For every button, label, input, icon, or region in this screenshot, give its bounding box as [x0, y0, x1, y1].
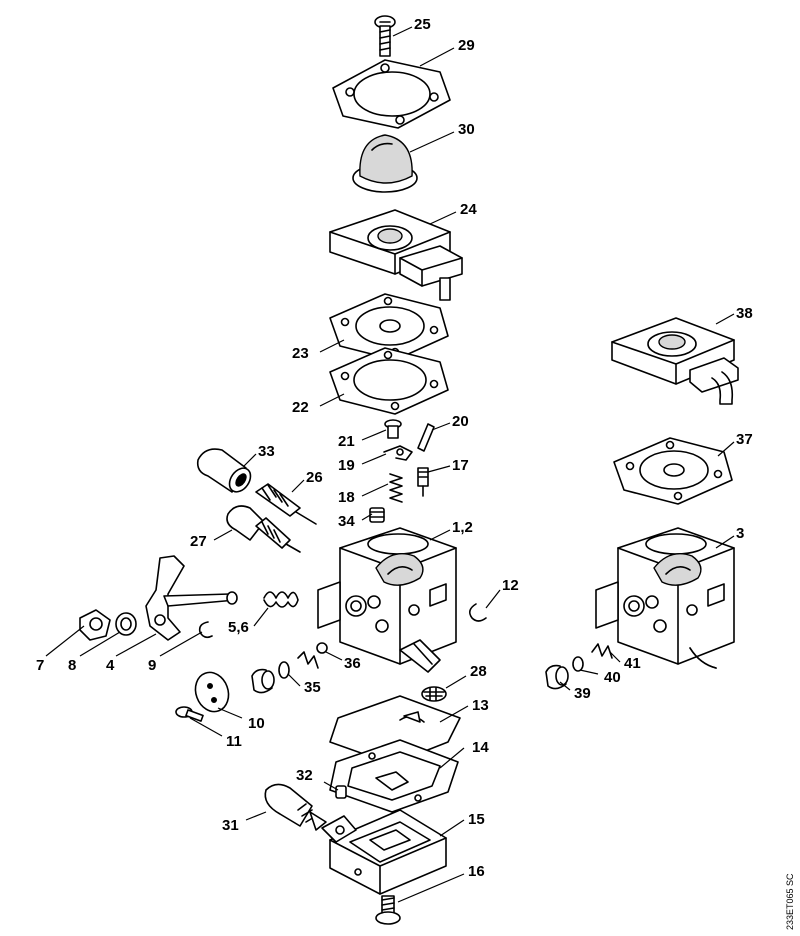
callout-24: 24	[460, 201, 477, 218]
part-32-plug	[335, 785, 347, 799]
part-35-plug-assembly	[251, 651, 319, 694]
leader-lines	[45, 26, 735, 903]
part-15-pump-body	[321, 809, 447, 895]
callout-38: 38	[736, 305, 753, 322]
callout-11: 11	[226, 733, 242, 750]
callout-17: 17	[452, 457, 469, 474]
part-33-cap	[196, 448, 252, 493]
part-28-filter-screen	[421, 686, 447, 702]
part-20-pin	[417, 423, 435, 452]
drawing-code: 233ET065 SC	[785, 873, 795, 930]
callout-9: 9	[148, 657, 156, 674]
part-11-screw	[175, 706, 204, 722]
part-1-2-carburetor-body	[317, 527, 457, 673]
part-24-pump-cover	[329, 209, 463, 301]
part-22-gasket	[329, 347, 449, 415]
part-18-spring	[389, 473, 403, 503]
callout-4: 4	[106, 657, 115, 674]
callout-27: 27	[190, 533, 207, 550]
callout-1-2: 1,2	[452, 519, 473, 536]
callout-8: 8	[68, 657, 76, 674]
callout-31: 31	[222, 817, 239, 834]
callout-23: 23	[292, 345, 309, 362]
part-3-carburetor-body	[595, 527, 735, 669]
callout-22: 22	[292, 399, 309, 416]
callout-28: 28	[470, 663, 487, 680]
part-7-nut	[79, 609, 111, 641]
part-30-primer-bulb	[352, 134, 418, 193]
part-38-pump-cover	[611, 317, 739, 405]
part-4-throttle-shaft	[145, 555, 238, 641]
part-8-washer	[115, 612, 137, 636]
part-41-spring	[591, 643, 613, 659]
callout-15: 15	[468, 811, 485, 828]
part-40-o-ring	[572, 656, 584, 672]
callout-36: 36	[344, 655, 361, 672]
callout-29: 29	[458, 37, 475, 54]
part-14-gasket	[329, 739, 459, 813]
callout-35: 35	[304, 679, 321, 696]
part-16-screw	[375, 895, 401, 925]
part-10-cover-plate	[194, 671, 230, 713]
callout-30: 30	[458, 121, 475, 138]
callout-34: 34	[338, 513, 355, 530]
callout-41: 41	[624, 655, 641, 672]
callout-labels: 25 29 30 24 23 22 21 20 19 17 18 34 33 2…	[36, 16, 753, 880]
callout-3: 3	[736, 525, 744, 542]
callout-10: 10	[248, 715, 265, 732]
callout-13: 13	[472, 697, 489, 714]
part-12-clip	[468, 603, 487, 622]
callout-16: 16	[468, 863, 485, 880]
part-5-6-spring	[263, 591, 299, 608]
callout-33: 33	[258, 443, 275, 460]
part-23-diaphragm	[329, 293, 449, 361]
callout-19: 19	[338, 457, 355, 474]
part-29-gasket	[332, 59, 451, 129]
callout-32: 32	[296, 767, 313, 784]
callout-21: 21	[338, 433, 355, 450]
part-25-screw	[374, 15, 396, 57]
part-26-adjusting-screw	[255, 483, 317, 525]
callout-12: 12	[502, 577, 519, 594]
part-17-needle	[417, 467, 429, 497]
part-31-fuel-inlet	[264, 783, 327, 831]
part-9-clip	[198, 621, 213, 639]
callout-26: 26	[306, 469, 323, 486]
callout-20: 20	[452, 413, 469, 430]
callout-40: 40	[604, 669, 621, 686]
part-19-lever	[383, 445, 413, 461]
callout-7: 7	[36, 657, 44, 674]
part-34-plug	[369, 507, 385, 523]
part-13-diaphragm	[329, 695, 461, 765]
callout-5-6: 5,6	[228, 619, 249, 636]
callout-18: 18	[338, 489, 355, 506]
callout-37: 37	[736, 431, 753, 448]
part-36-o-ring	[316, 642, 328, 654]
callout-39: 39	[574, 685, 591, 702]
part-37-diaphragm	[613, 437, 733, 505]
part-27-adjusting-screw	[226, 505, 301, 553]
callout-25: 25	[414, 16, 431, 33]
callout-14: 14	[472, 739, 489, 756]
part-21-screw	[384, 419, 402, 439]
